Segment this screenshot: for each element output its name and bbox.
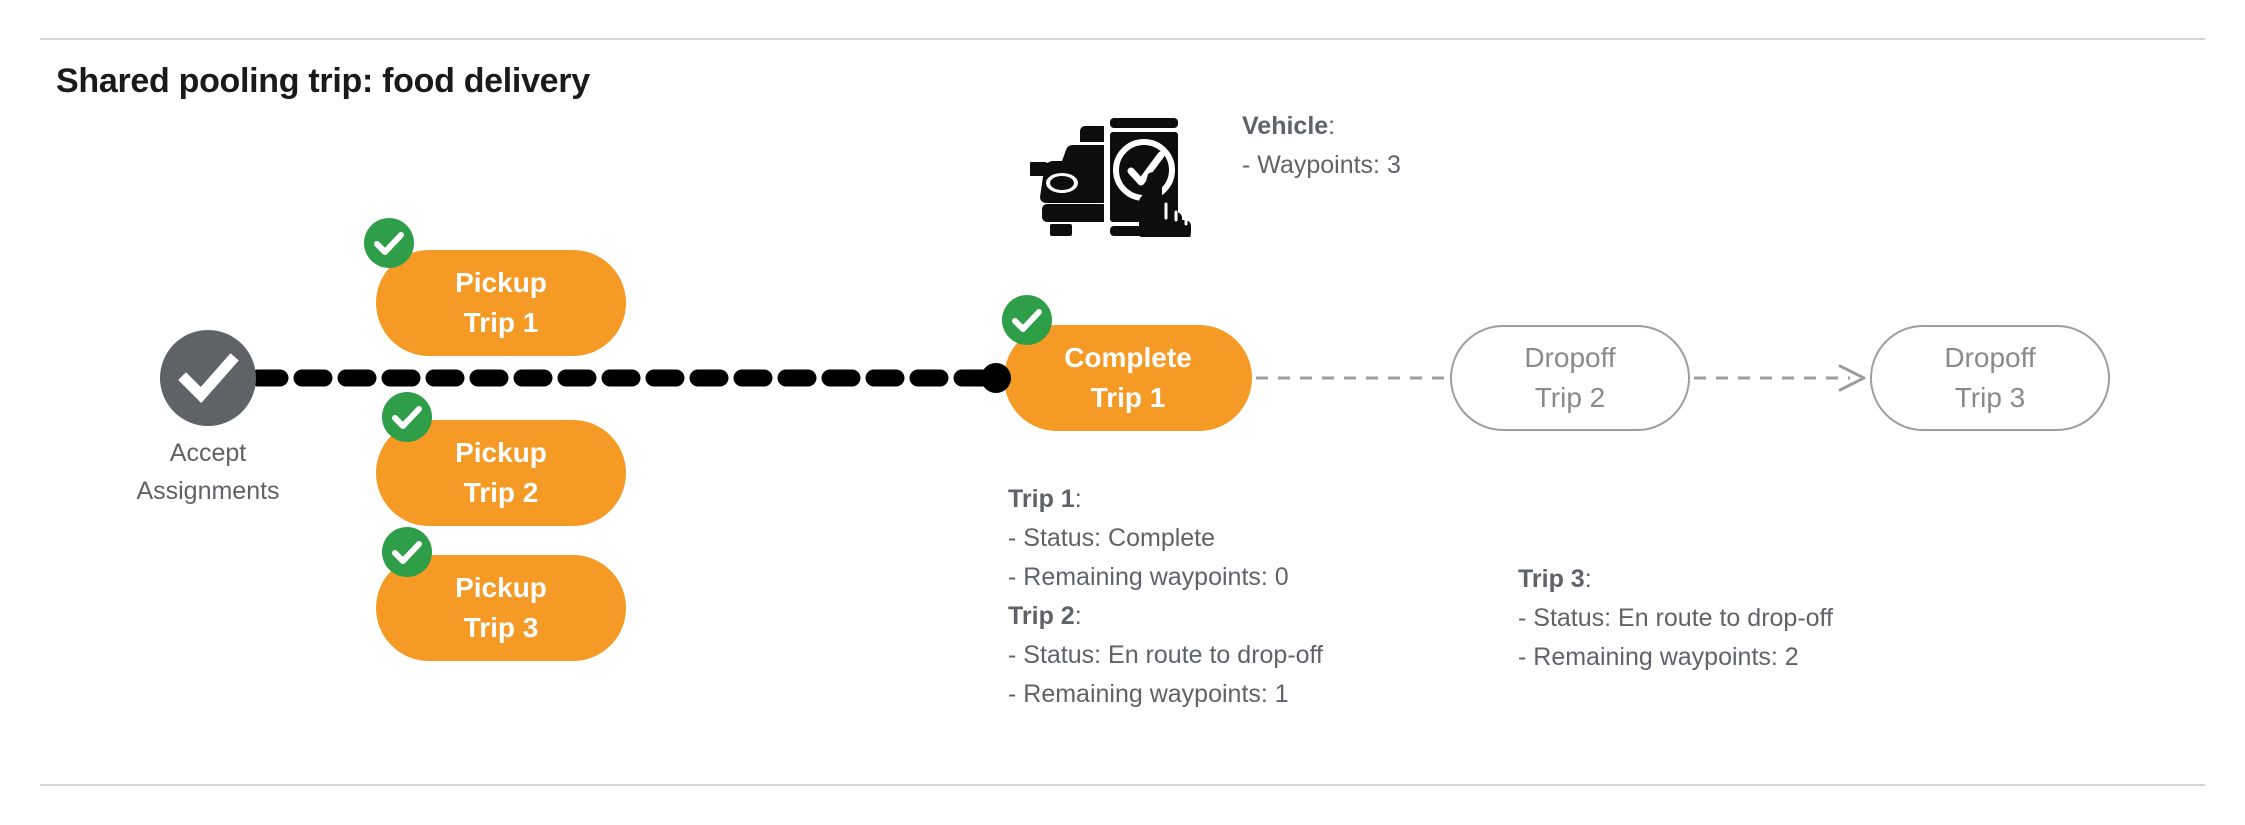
pickup-trip-3-check-badge-icon (382, 527, 432, 577)
pickup-trip-3-line2: Trip 3 (463, 612, 539, 643)
car-phone-check-tap-icon (1025, 82, 1200, 248)
complete-trip-1-node[interactable]: Complete Trip 1 (1004, 325, 1252, 431)
accept-assignments-node[interactable]: Accept Assignments (136, 330, 280, 505)
pickup-trip-1-line2: Trip 1 (463, 307, 539, 338)
vehicle-info-heading-colon: : (1328, 112, 1336, 140)
vehicle-waypoints-line: - Waypoints: 3 (1242, 151, 1401, 179)
page-title: Shared pooling trip: food delivery (56, 62, 590, 100)
trip-3-info-block: Trip 3: - Status: En route to drop-off -… (1518, 560, 1833, 677)
pickup-trip-3-line1: Pickup (455, 572, 547, 603)
trip-2-heading-text: Trip 2 (1008, 602, 1075, 630)
trip-1-heading-colon: : (1074, 485, 1082, 513)
trip-2-heading: Trip 2: (1008, 597, 1323, 636)
vehicle-info-block: Vehicle: - Waypoints: 3 (1242, 107, 1401, 185)
trip-1-waypoints-line: - Remaining waypoints: 0 (1008, 563, 1289, 591)
trip-3-waypoints-line: - Remaining waypoints: 2 (1518, 643, 1799, 671)
trip-1-heading: Trip 1: (1008, 480, 1323, 519)
trip-1-and-2-info-block: Trip 1: - Status: Complete - Remaining w… (1008, 480, 1323, 714)
complete-trip-1-check-badge-icon (1002, 295, 1052, 345)
arrowhead-icon (1838, 364, 1866, 392)
trip-2-heading-colon: : (1074, 602, 1082, 630)
vehicle-info-heading: Vehicle: (1242, 107, 1401, 146)
complete-trip-1-line2: Trip 1 (1090, 382, 1166, 413)
divider-top (40, 38, 2205, 40)
dropoff-trip-2-node[interactable]: Dropoff Trip 2 (1450, 325, 1690, 431)
vehicle-info-heading-text: Vehicle (1242, 112, 1329, 140)
trip-3-heading-text: Trip 3 (1518, 565, 1585, 593)
pickup-trip-2-check-badge-icon (382, 392, 432, 442)
trip-1-status-line: - Status: Complete (1008, 524, 1216, 552)
pickup-trip-2-line1: Pickup (455, 437, 547, 468)
complete-trip-1-line1: Complete (1064, 342, 1192, 373)
check-circle-icon (160, 330, 256, 426)
pickup-trip-1-node[interactable]: Pickup Trip 1 (376, 250, 626, 356)
divider-bottom (40, 784, 2205, 786)
dropoff-trip-3-line2: Trip 3 (1954, 382, 2026, 413)
trip-3-heading: Trip 3: (1518, 560, 1833, 599)
dropoff-trip-3-line1: Dropoff (1944, 342, 2036, 373)
accept-label-line1: Accept (169, 439, 247, 467)
pickup-trip-1-line1: Pickup (455, 267, 547, 298)
accept-label-line2: Assignments (136, 477, 280, 505)
dropoff-trip-2-line2: Trip 2 (1534, 382, 1606, 413)
trip-3-status-line: - Status: En route to drop-off (1518, 604, 1833, 632)
trip-1-heading-text: Trip 1 (1008, 485, 1075, 513)
accept-assignments-label: Accept Assignments (100, 434, 316, 510)
dropoff-trip-3-node[interactable]: Dropoff Trip 3 (1870, 325, 2110, 431)
trip-3-heading-colon: : (1584, 565, 1592, 593)
trip-2-status-line: - Status: En route to drop-off (1008, 641, 1323, 669)
pickup-trip-2-line2: Trip 2 (463, 477, 539, 508)
trip-2-waypoints-line: - Remaining waypoints: 1 (1008, 680, 1289, 708)
route-terminal-dot (981, 363, 1011, 393)
pickup-trip-1-check-badge-icon (364, 218, 414, 268)
dropoff-trip-2-line1: Dropoff (1524, 342, 1616, 373)
